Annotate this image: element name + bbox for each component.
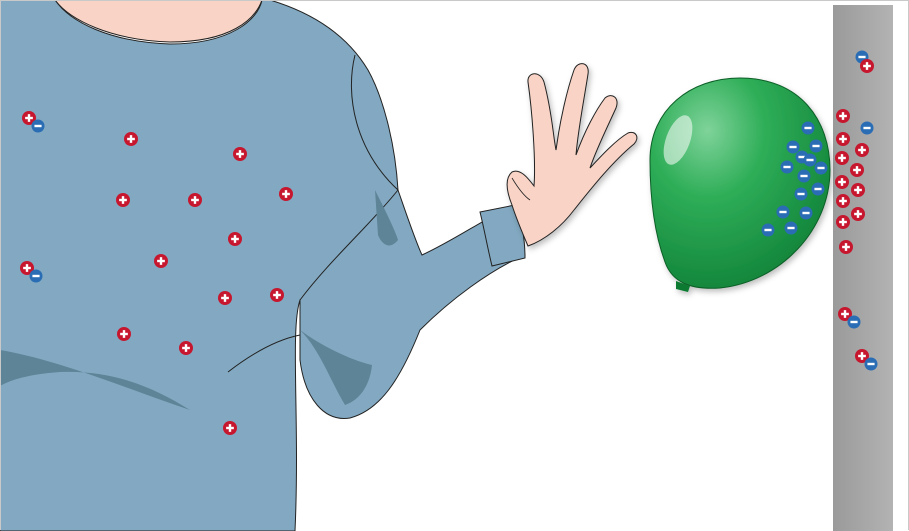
minus-circle-icon	[800, 207, 813, 220]
minus-circle-icon	[787, 141, 800, 154]
plus-circle-icon	[839, 240, 853, 254]
balloon	[650, 78, 830, 292]
plus-circle-icon	[124, 132, 138, 146]
minus-circle-icon	[815, 162, 828, 175]
plus-circle-icon	[117, 327, 131, 341]
plus-circle-icon	[279, 187, 293, 201]
minus-circle-icon	[848, 316, 861, 329]
minus-circle-icon	[777, 206, 790, 219]
minus-circle-icon	[798, 170, 811, 183]
plus-circle-icon	[850, 163, 864, 177]
plus-circle-icon	[218, 291, 232, 305]
minus-circle-icon	[762, 224, 775, 237]
plus-circle-icon	[116, 193, 130, 207]
plus-circle-icon	[855, 143, 869, 157]
plus-circle-icon	[851, 207, 865, 221]
plus-circle-icon	[233, 147, 247, 161]
minus-circle-icon	[795, 188, 808, 201]
plus-circle-icon	[228, 232, 242, 246]
minus-circle-icon	[810, 140, 823, 153]
plus-circle-icon	[154, 254, 168, 268]
plus-circle-icon	[835, 175, 849, 189]
minus-circle-icon	[781, 161, 794, 174]
plus-circle-icon	[836, 215, 850, 229]
plus-circle-icon	[836, 194, 850, 208]
plus-circle-icon	[179, 341, 193, 355]
plus-circle-icon	[860, 59, 874, 73]
minus-circle-icon	[865, 358, 878, 371]
plus-circle-icon	[835, 151, 849, 165]
minus-circle-icon	[861, 122, 874, 135]
plus-circle-icon	[836, 109, 850, 123]
plus-circle-icon	[851, 183, 865, 197]
person	[0, 0, 637, 531]
plus-circle-icon	[836, 132, 850, 146]
minus-circle-icon	[804, 154, 817, 167]
hand	[507, 64, 637, 246]
plus-circle-icon	[223, 421, 237, 435]
wall	[833, 5, 893, 531]
balloon-body	[650, 78, 830, 288]
minus-circle-icon	[32, 120, 45, 133]
plus-circle-icon	[270, 288, 284, 302]
minus-circle-icon	[785, 222, 798, 235]
minus-circle-icon	[802, 122, 815, 135]
minus-circle-icon	[30, 270, 43, 283]
minus-circle-icon	[812, 183, 825, 196]
plus-circle-icon	[188, 193, 202, 207]
